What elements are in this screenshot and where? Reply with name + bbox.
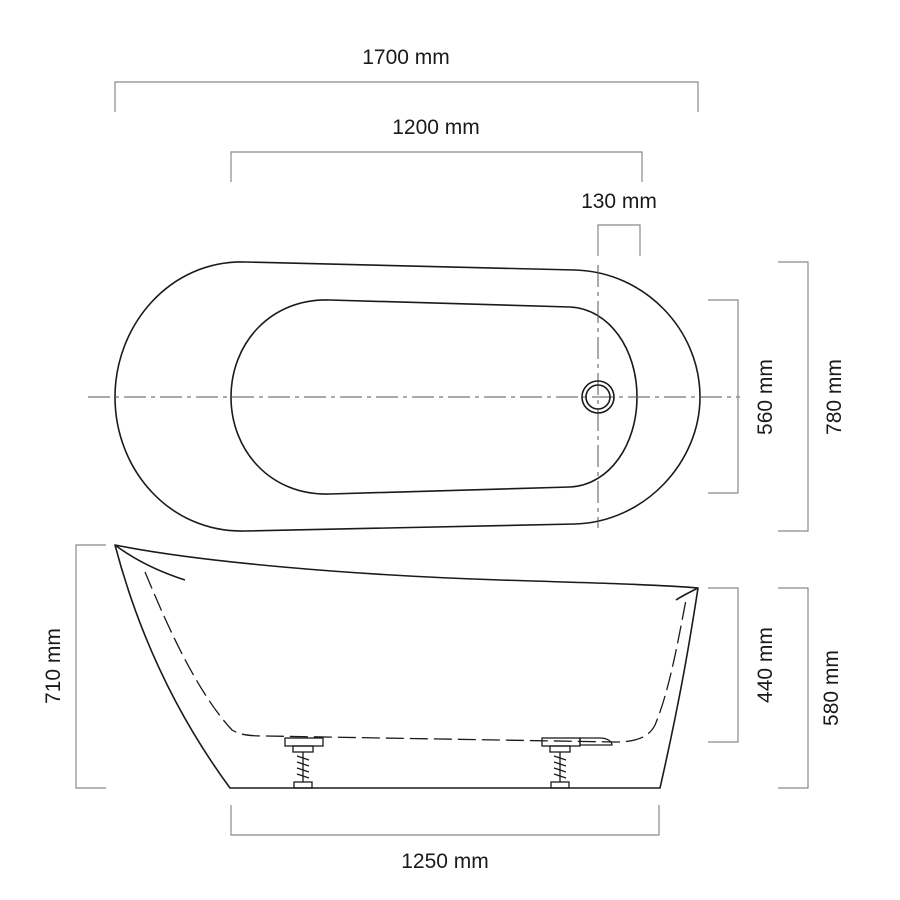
dim-bracket-560: [708, 299, 739, 494]
adjustable-foot-right: [541, 737, 581, 789]
drain-fitting-icon: [579, 737, 613, 746]
dim-label-440: 440 mm: [754, 627, 777, 703]
dim-label-580: 580 mm: [820, 650, 843, 726]
dim-bracket-780: [778, 261, 809, 532]
dim-bracket-440: [708, 587, 739, 743]
dim-label-130: 130 mm: [581, 190, 657, 213]
dim-label-780: 780 mm: [823, 359, 846, 435]
tub-side-outer-outline: [114, 544, 699, 789]
tub-side-rim-right-line: [675, 587, 699, 601]
dim-bracket-710: [75, 544, 106, 789]
dim-bracket-1250: [230, 805, 660, 836]
dim-label-560: 560 mm: [754, 359, 777, 435]
dim-bracket-130: [597, 224, 641, 256]
dim-bracket-580: [778, 587, 809, 789]
dim-label-1250: 1250 mm: [401, 850, 489, 873]
tub-side-inner-basin-dashed: [144, 571, 687, 743]
tub-side-rim-inner-line: [114, 544, 186, 581]
dim-bracket-1200: [230, 151, 643, 182]
tub-plan-outer-outline: [114, 261, 701, 532]
adjustable-foot-left: [284, 737, 324, 789]
dim-label-710: 710 mm: [42, 628, 65, 704]
tub-plan-inner-basin: [230, 299, 638, 495]
dim-label-1200: 1200 mm: [392, 116, 480, 139]
dim-bracket-1700: [114, 81, 699, 112]
dim-label-1700: 1700 mm: [362, 46, 450, 69]
drain-waste-icon: [581, 380, 615, 414]
